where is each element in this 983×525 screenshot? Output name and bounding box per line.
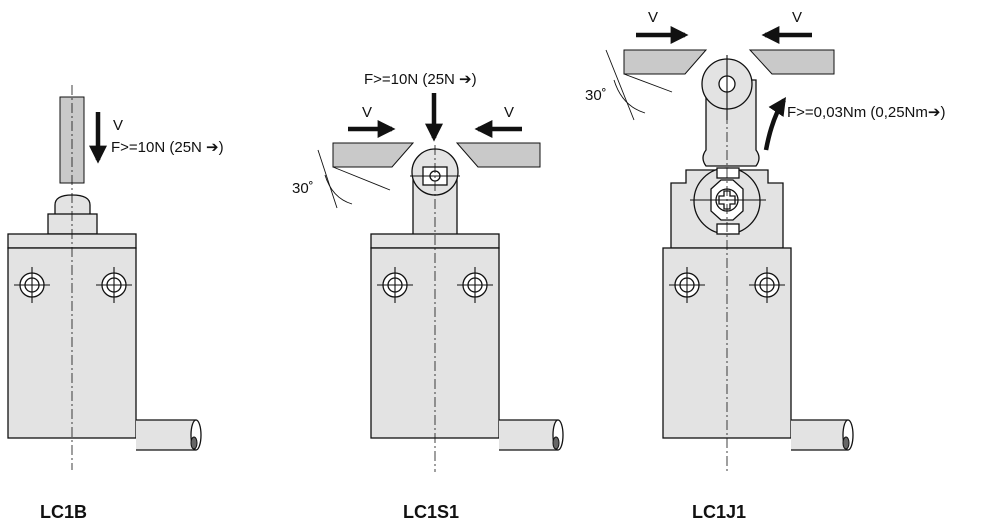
force-label: F>=10N (25N ➔) — [364, 71, 477, 88]
device-lc1s1: F>=10N (25N ➔) V V 30˚ — [292, 71, 564, 522]
velocity-right-label: V — [792, 9, 802, 26]
mounting-hole-right — [96, 267, 132, 303]
cable — [136, 419, 201, 451]
mounting-hole-left — [669, 267, 705, 303]
angle-label: 30˚ — [292, 180, 314, 197]
cam-right — [455, 142, 541, 168]
cam-right — [748, 49, 835, 75]
force-label: F>=10N (25N ➔) — [111, 139, 224, 156]
velocity-right-label: V — [504, 104, 514, 121]
velocity-left-label: V — [648, 9, 658, 26]
mounting-hole-right — [749, 267, 785, 303]
model-title: LC1J1 — [692, 502, 746, 522]
cable — [499, 419, 563, 451]
velocity-label: V — [113, 117, 123, 134]
mounting-hole-right — [457, 267, 493, 303]
torque-arrow — [763, 97, 786, 151]
model-title: LC1S1 — [403, 502, 459, 522]
device-lc1j1: V V 30˚ F>=0,03Nm (0,25Nm➔) — [585, 9, 945, 522]
model-title: LC1B — [40, 502, 87, 522]
angle-label: 30˚ — [585, 87, 607, 104]
velocity-left-label: V — [362, 104, 372, 121]
device-lc1b: V F>=10N (25N ➔) LC1B — [7, 85, 224, 522]
torque-label: F>=0,03Nm (0,25Nm➔) — [787, 104, 945, 121]
plunger-collar — [47, 213, 98, 235]
mounting-hole-left — [377, 267, 413, 303]
cam-left — [623, 49, 708, 75]
cam-left — [332, 142, 415, 168]
mounting-hole-left — [14, 267, 50, 303]
